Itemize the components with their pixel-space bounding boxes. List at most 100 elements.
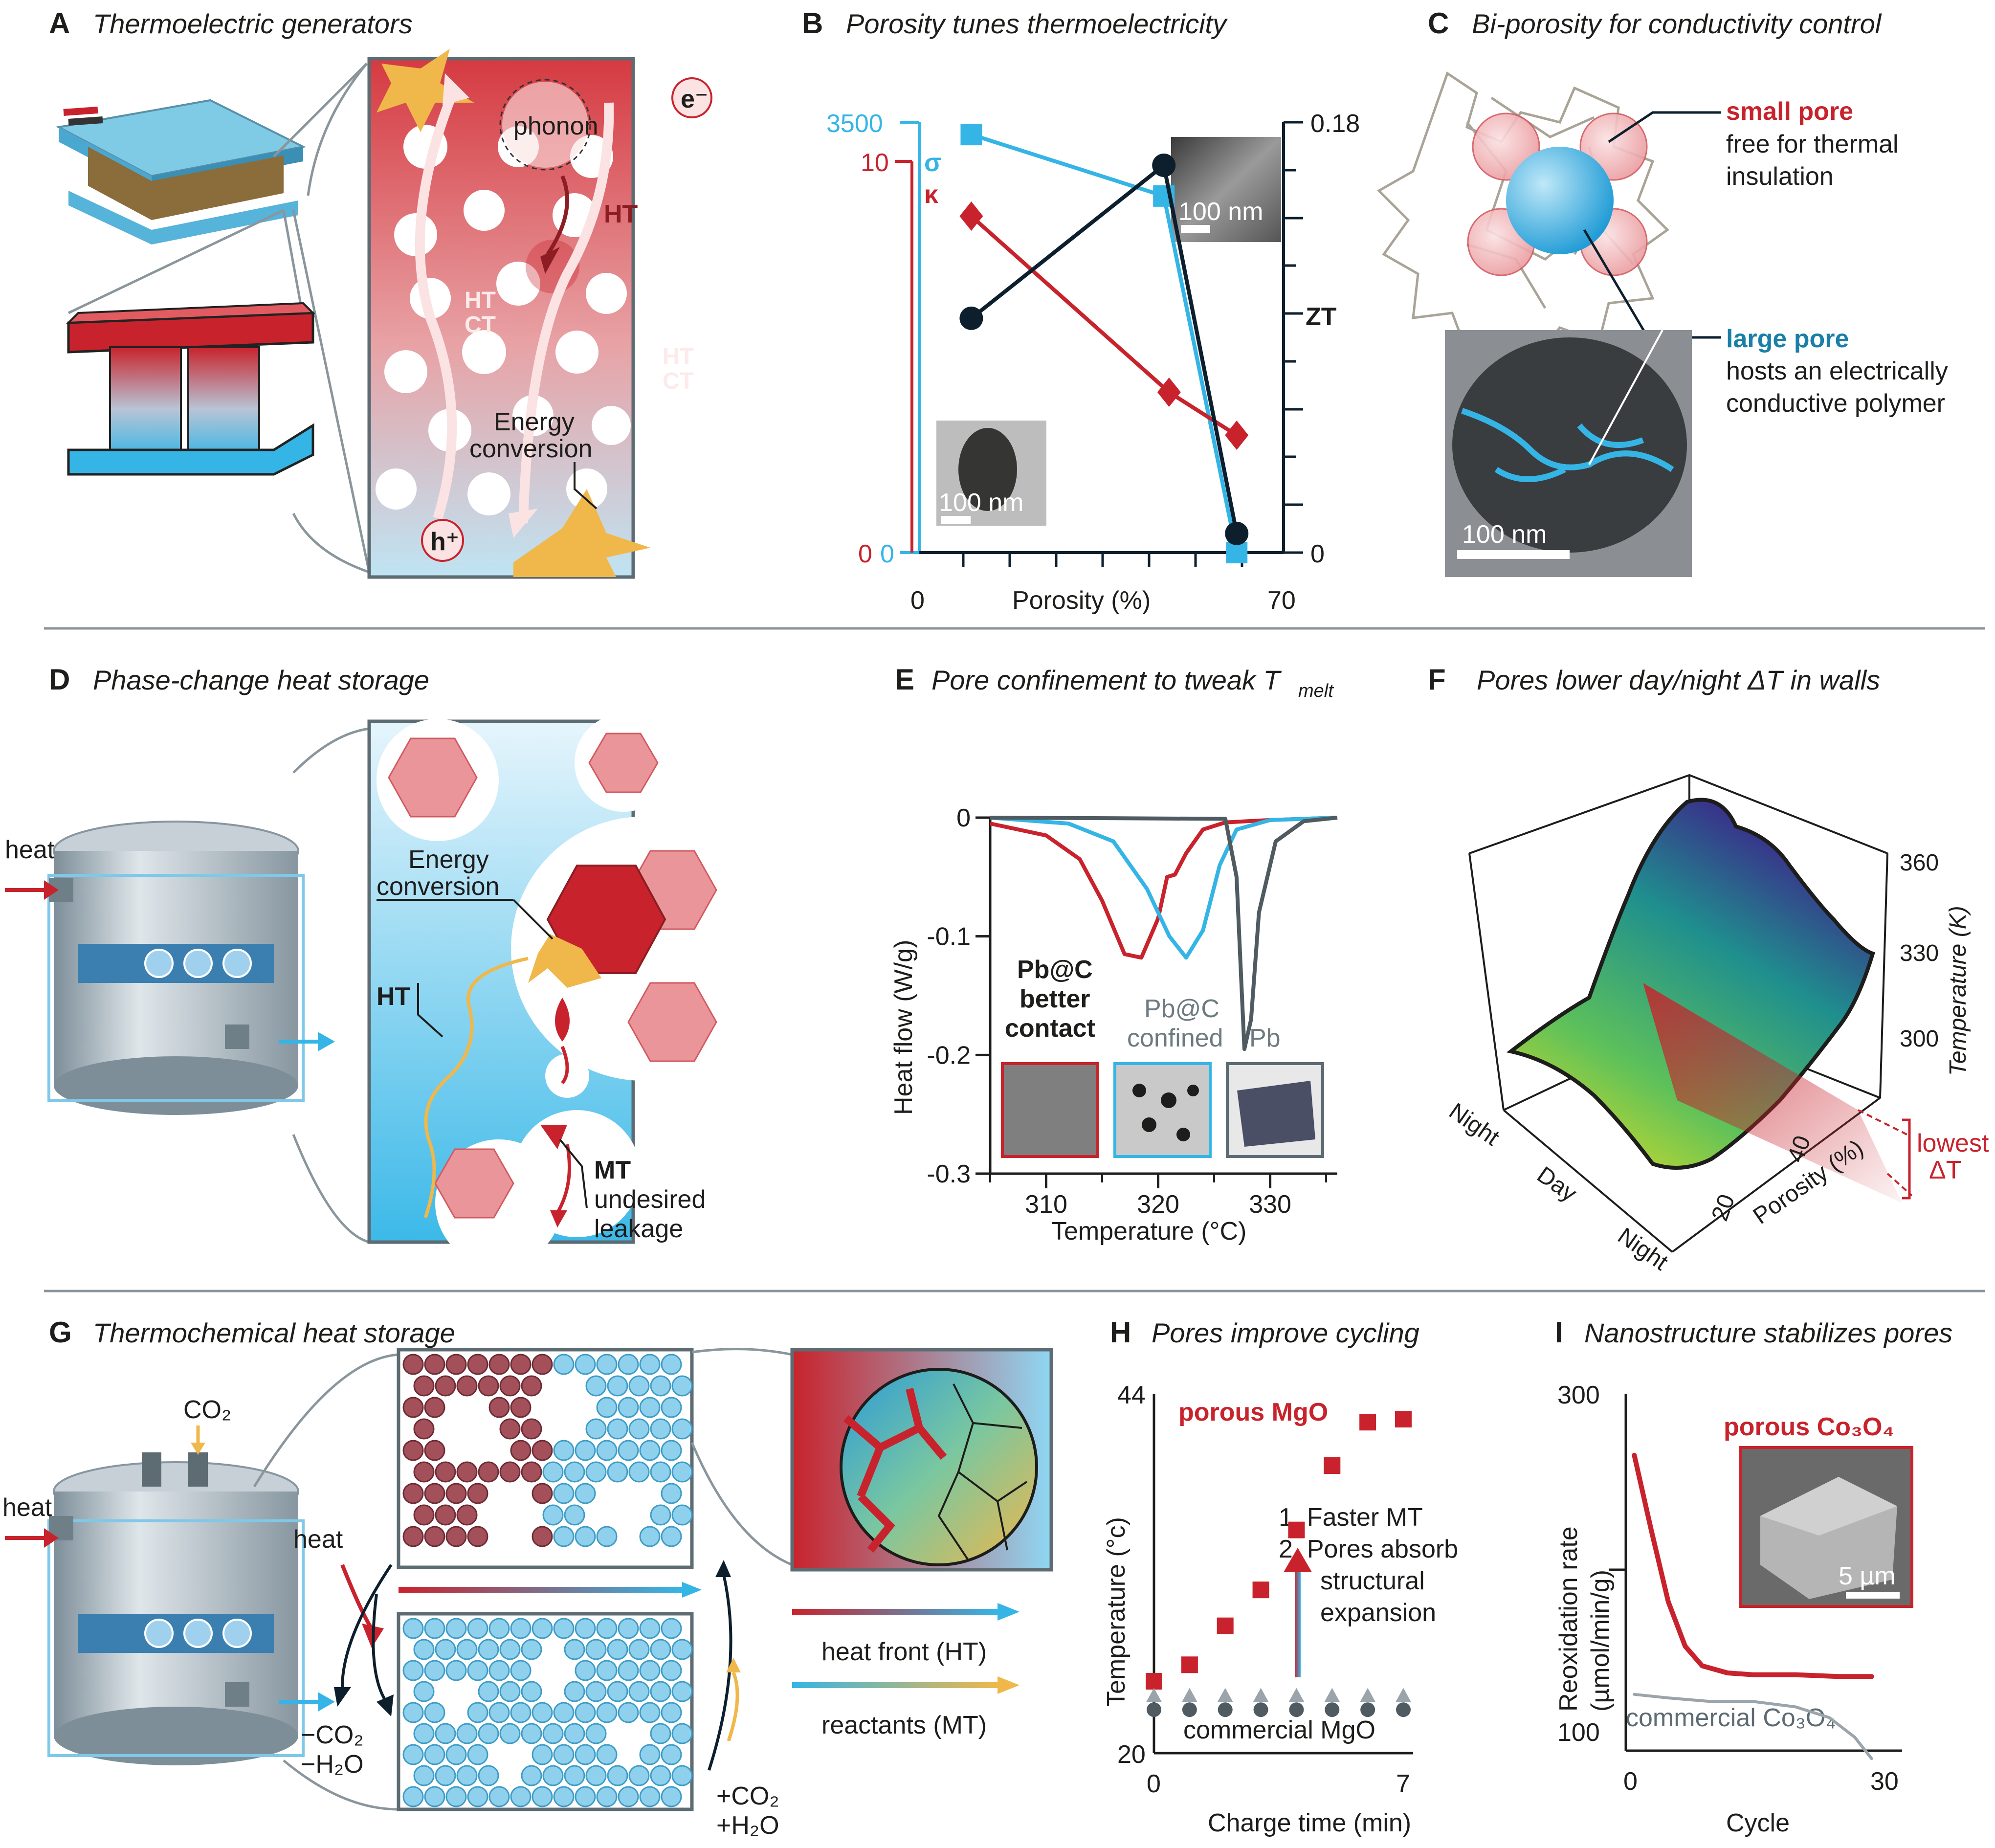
i-ylabel-1: Reoxidation rate — [1554, 1526, 1583, 1712]
g-bead — [532, 1618, 553, 1639]
g-bead — [650, 1461, 671, 1483]
panel-f: F Pores lower day/night ΔT in walls lowe… — [1428, 663, 1989, 1275]
g-bead — [671, 1681, 693, 1702]
g-bead — [607, 1681, 628, 1702]
g-bead — [499, 1461, 521, 1483]
f-zlabel: Temperature (K) — [1945, 906, 1971, 1076]
g-bead — [413, 1765, 435, 1786]
g-bead — [618, 1702, 639, 1723]
h-triangle-marker — [1360, 1688, 1376, 1702]
g-bead — [650, 1418, 671, 1440]
h-commercial-marker — [1289, 1702, 1304, 1717]
e-curve-1 — [990, 816, 1338, 960]
g-bead — [564, 1765, 585, 1786]
g-bead — [499, 1681, 521, 1702]
i-curve-0 — [1632, 1452, 1874, 1679]
c-scale: 100 nm — [1462, 520, 1547, 549]
g-bead — [456, 1723, 478, 1744]
e-inset-better-contact — [1001, 1062, 1099, 1158]
g-bead — [671, 1504, 693, 1526]
g-bead — [575, 1702, 596, 1723]
panel-f-title: Pores lower day/night ΔT in walls — [1477, 665, 1880, 695]
g-bead — [478, 1723, 499, 1744]
g-bead — [618, 1786, 639, 1807]
c-small-2: insulation — [1726, 162, 1834, 191]
g-bead — [413, 1418, 435, 1440]
panel-g-title: Thermochemical heat storage — [93, 1317, 455, 1348]
panel-b-title: Porosity tunes thermoelectricity — [846, 8, 1228, 39]
g-bead — [650, 1765, 671, 1786]
h-xtick-max: 7 — [1396, 1770, 1410, 1798]
d-heat-label: heat — [5, 836, 55, 864]
panel-d: D Phase-change heat storage heat — [5, 663, 775, 1267]
f-ztick-330: 330 — [1900, 940, 1939, 966]
g-bead — [532, 1526, 553, 1547]
g-bead — [467, 1354, 488, 1375]
h-porous-marker — [1252, 1581, 1269, 1599]
g-bead — [607, 1461, 628, 1483]
e-legend-2b: confined — [1127, 1024, 1223, 1052]
g-bead — [467, 1618, 488, 1639]
g-bead — [553, 1526, 575, 1547]
panel-c-label: C — [1428, 7, 1449, 40]
g-bead — [445, 1354, 467, 1375]
h-commercial-marker — [1218, 1702, 1233, 1717]
h-triangle-marker — [1217, 1688, 1233, 1702]
b-tem-top: 100 nm — [1171, 137, 1281, 242]
g-bead — [521, 1375, 542, 1397]
g-bead — [585, 1461, 607, 1483]
g-bead — [478, 1461, 499, 1483]
f-night-2: Night — [1613, 1223, 1673, 1276]
g-bead — [413, 1461, 435, 1483]
g-bead — [671, 1639, 693, 1660]
panel-e-label: E — [895, 663, 914, 696]
g-bead — [532, 1786, 553, 1807]
g-bead — [402, 1702, 424, 1723]
g-bead — [424, 1702, 445, 1723]
b-marker-kappa — [1225, 421, 1249, 450]
g-bead — [661, 1660, 682, 1681]
g-bead — [521, 1461, 542, 1483]
h-porous-marker — [1359, 1414, 1376, 1431]
b-xtick-min: 0 — [910, 586, 925, 615]
g-bead — [618, 1397, 639, 1418]
e-xtick: 330 — [1249, 1190, 1291, 1219]
g-bead — [661, 1397, 682, 1418]
g-bead — [575, 1660, 596, 1681]
h-triangle-marker — [1324, 1688, 1340, 1702]
panel-e-title: Pore confinement to tweak T — [931, 665, 1282, 695]
g-bead — [478, 1765, 499, 1786]
h-porous-marker — [1181, 1656, 1198, 1673]
g-bead — [424, 1483, 445, 1504]
g-bead — [488, 1702, 510, 1723]
g-plus-co2: +CO₂ — [716, 1782, 779, 1810]
e-xlabel: Temperature (°C) — [1051, 1217, 1246, 1246]
hole-label: h⁺ — [430, 528, 459, 556]
g-bead — [661, 1440, 682, 1461]
panel-h: H Pores improve cycling 44 20 0 7 Temper… — [1102, 1316, 1458, 1837]
h-note-2: 2. Pores absorb — [1279, 1535, 1458, 1563]
g-bead — [510, 1786, 532, 1807]
g-bead — [413, 1681, 435, 1702]
b-sigma-label: σ — [924, 149, 942, 177]
starburst-top — [377, 49, 474, 132]
f-delta-t: ΔT — [1929, 1156, 1962, 1184]
e-legend-2a: Pb@C — [1144, 995, 1219, 1023]
teg-device-illustration — [55, 99, 307, 245]
g-bead — [596, 1354, 618, 1375]
g-bead — [445, 1526, 467, 1547]
b-xlabel: Porosity (%) — [1012, 586, 1151, 615]
g-bead — [553, 1744, 575, 1765]
ht-ct-label-3: HT — [663, 344, 694, 370]
g-bead — [596, 1440, 618, 1461]
g-bead — [424, 1618, 445, 1639]
g-bead — [542, 1723, 564, 1744]
h-xlabel: Charge time (min) — [1208, 1809, 1411, 1837]
c-tem-image: 100 nm — [1445, 330, 1692, 577]
g-bead — [445, 1618, 467, 1639]
g-bead — [661, 1618, 682, 1639]
g-co2: CO₂ — [183, 1396, 231, 1424]
ht-ct-label-1: HT — [465, 288, 496, 313]
g-bead — [596, 1702, 618, 1723]
